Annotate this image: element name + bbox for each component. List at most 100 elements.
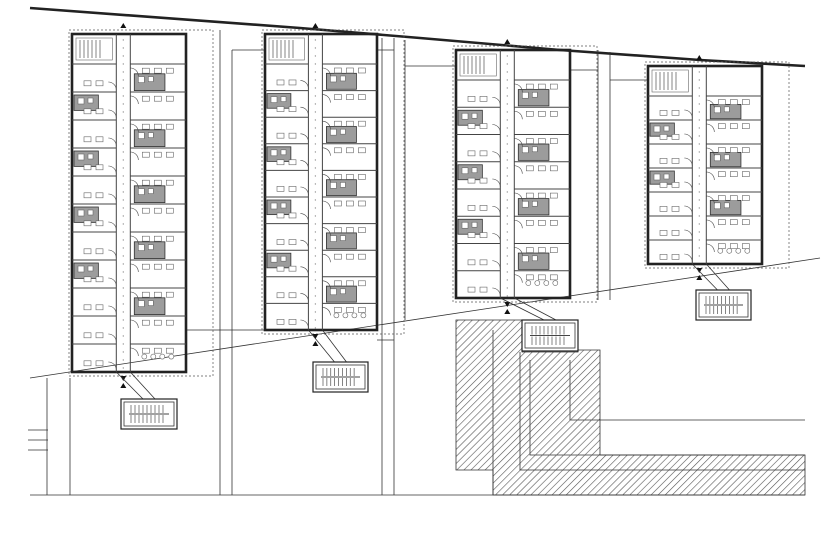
corridor-dot	[122, 343, 125, 345]
building-outer-wall	[263, 32, 379, 332]
corridor-dot	[698, 167, 700, 169]
furniture	[346, 253, 354, 260]
fixture	[330, 128, 337, 136]
corridor-dot	[314, 111, 317, 113]
furniture	[95, 80, 104, 87]
furniture	[288, 319, 297, 325]
furniture	[288, 265, 297, 272]
fixture	[471, 167, 478, 174]
building-outer-wall	[454, 48, 572, 300]
corridor-dot	[698, 247, 700, 249]
link-corridor	[706, 263, 730, 291]
corridor-dot	[506, 119, 508, 121]
furniture	[729, 147, 738, 153]
corridor-dot	[506, 143, 508, 145]
corridor-dot	[314, 191, 317, 193]
corridor-dot	[122, 295, 125, 297]
apartment-buildings	[68, 23, 790, 400]
door-swing	[706, 147, 715, 157]
furniture	[467, 232, 476, 238]
link-corridor	[514, 297, 557, 321]
furniture	[549, 192, 558, 199]
corridor-dot	[314, 327, 317, 329]
fixture	[723, 202, 730, 209]
furniture	[83, 360, 92, 367]
door-swing	[492, 124, 501, 133]
table	[726, 248, 733, 254]
door-swing	[706, 243, 715, 253]
fixture	[521, 255, 529, 263]
bathroom-core-left	[266, 93, 292, 109]
furniture	[95, 360, 104, 367]
furniture	[537, 165, 546, 172]
furniture	[142, 319, 150, 326]
building-dashed-outline	[68, 29, 214, 377]
furniture	[741, 147, 750, 153]
corridor-dot	[506, 111, 508, 113]
furniture	[166, 67, 174, 74]
furniture	[154, 123, 162, 130]
door-swing	[300, 266, 309, 275]
door-swing	[492, 96, 501, 106]
furniture	[467, 177, 476, 184]
furniture	[525, 165, 534, 172]
fixture	[77, 265, 85, 273]
stair-block	[651, 69, 689, 93]
furniture	[537, 111, 546, 117]
furniture	[479, 259, 488, 266]
furniture	[166, 235, 174, 242]
corridor-dot	[122, 351, 125, 353]
door-swing	[514, 247, 523, 256]
door-swing	[322, 67, 331, 77]
fixture	[461, 112, 469, 120]
corridor-dot	[314, 247, 317, 249]
building-dashed-outline	[261, 29, 405, 335]
corridor-dot	[122, 71, 125, 73]
furniture	[525, 192, 534, 199]
furniture	[717, 99, 726, 105]
fixture	[713, 106, 721, 114]
corridor-dot	[122, 39, 125, 41]
furniture	[334, 227, 342, 233]
door-swing	[322, 280, 331, 289]
furniture	[537, 138, 546, 144]
stair-towers	[120, 289, 752, 430]
door-swing	[492, 205, 501, 215]
corridor-dot	[314, 303, 317, 305]
corridor-dot	[698, 191, 700, 193]
door-swing	[130, 123, 139, 133]
building-outer-wall	[70, 32, 188, 374]
furniture	[276, 212, 285, 219]
bathroom-core-left	[73, 206, 99, 223]
stair-tower-inner	[315, 364, 366, 390]
fixture	[461, 167, 469, 175]
corridor-dot	[122, 111, 125, 113]
corridor-dot	[698, 223, 700, 225]
fixture	[138, 132, 145, 139]
stair-tower-inner	[698, 292, 749, 318]
furniture	[288, 132, 297, 139]
furniture	[334, 120, 342, 127]
door-swing	[108, 361, 117, 371]
door-swing	[300, 160, 309, 169]
furniture	[83, 136, 92, 143]
door-swing	[300, 239, 309, 249]
furniture	[83, 332, 92, 339]
corridor-dot	[314, 119, 317, 121]
table	[168, 353, 175, 360]
table	[744, 248, 751, 254]
corridor-dot	[314, 87, 317, 89]
table	[543, 280, 550, 286]
door-swing	[300, 106, 309, 116]
furniture	[154, 67, 162, 74]
table	[717, 248, 724, 254]
corridor-dot	[122, 255, 125, 257]
fixture	[340, 288, 346, 295]
furniture	[276, 159, 285, 166]
furniture	[479, 205, 488, 211]
site-top-edge	[29, 6, 806, 68]
furniture	[525, 138, 534, 144]
fixture	[713, 202, 721, 210]
furniture	[659, 230, 668, 236]
door-swing	[492, 260, 501, 269]
